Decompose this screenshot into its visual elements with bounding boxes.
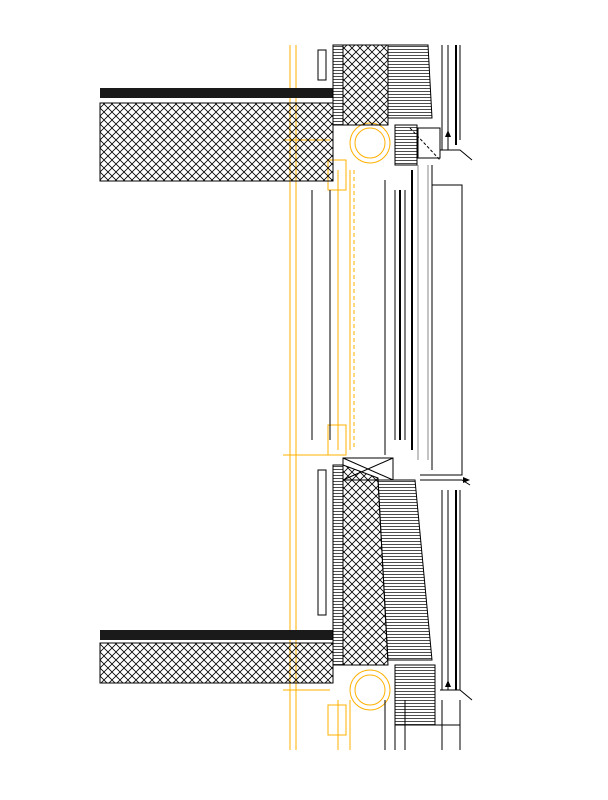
- arrow-icons: [445, 130, 470, 687]
- pipe-bottom: [349, 669, 391, 711]
- floor-slab-bottom: [99, 630, 334, 684]
- pipe-top: [349, 122, 391, 164]
- floor-slab-top: [99, 88, 334, 182]
- window-frame: [311, 124, 463, 476]
- cladding: [384, 45, 473, 750]
- wall-insulation: [317, 44, 436, 726]
